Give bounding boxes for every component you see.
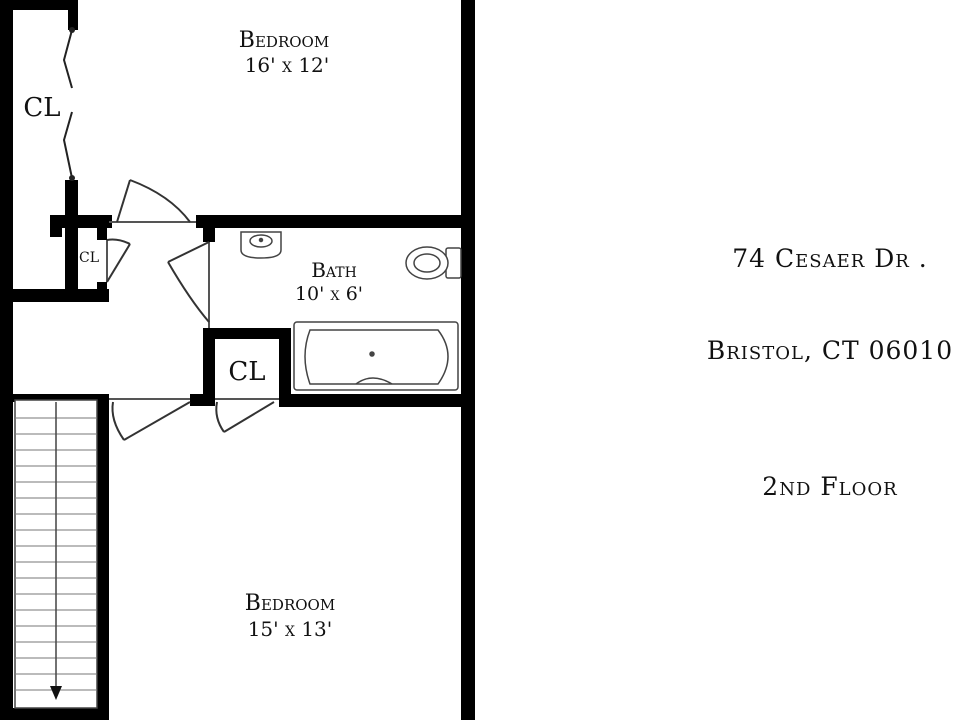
- wall-small-closet-right: [97, 228, 107, 240]
- property-floor: 2nd Floor: [762, 472, 898, 501]
- bath-size: 10' x 6': [295, 283, 363, 305]
- bedroom-top-name: Bedroom: [239, 28, 329, 53]
- bathtub-icon: [293, 321, 459, 391]
- partitions: [106, 221, 279, 400]
- bath-fixtures: [240, 231, 462, 391]
- property-city: Bristol, CT 06010: [706, 336, 954, 365]
- wall-bath-bottom: [279, 394, 466, 407]
- wall-hall-top-stub: [50, 215, 62, 237]
- toilet-icon: [405, 246, 462, 280]
- wall-hall-lower-post: [190, 394, 215, 406]
- stairs: [14, 399, 98, 709]
- bedroom-top-size: 16' x 12': [245, 53, 330, 77]
- closet-bifold-door: [62, 29, 73, 179]
- wall-left-exterior: [0, 0, 13, 720]
- door-bath: [167, 241, 210, 263]
- door-bedroom-bottom: [123, 401, 191, 441]
- door-small-closet: [106, 243, 131, 283]
- closet-small-label: CL: [79, 250, 99, 266]
- wall-small-closet-right-low: [97, 282, 107, 302]
- door-swings: [106, 179, 275, 441]
- wall-bath-left-post: [203, 228, 215, 242]
- closet-large-label: CL: [23, 93, 60, 123]
- wall-hall-closet-top: [203, 328, 291, 339]
- wall-bath-top: [196, 215, 466, 228]
- walls: [0, 0, 475, 720]
- room-labels: Bedroom 16' x 12' CL CL Bath 10' x 6' CL…: [23, 28, 363, 641]
- wall-small-closet-bottom: [13, 289, 109, 302]
- wall-small-closet-left: [65, 228, 78, 300]
- wall-hall-top-left: [50, 215, 112, 228]
- wall-hall-closet-left: [203, 328, 215, 406]
- stairs-down-arrow-icon: [50, 686, 62, 700]
- wall-hall-closet-right: [279, 328, 291, 406]
- door-hall-closet: [223, 401, 275, 433]
- wall-right-exterior: [461, 0, 475, 720]
- wall-stair-right: [97, 394, 109, 720]
- wall-stair-top: [13, 394, 109, 402]
- wall-closet-top: [13, 0, 78, 10]
- bedroom-bottom-size: 15' x 13': [248, 617, 333, 641]
- property-street: 74 Cesaer Dr .: [732, 244, 928, 273]
- wall-closet-top-stub: [68, 0, 78, 30]
- wall-stair-bottom: [13, 708, 109, 720]
- wall-closet-right-stub: [65, 180, 78, 220]
- bath-name: Bath: [311, 258, 357, 282]
- bedroom-bottom-name: Bedroom: [245, 591, 335, 616]
- door-bedroom-top: [116, 179, 131, 223]
- closet-hall-label: CL: [228, 357, 265, 387]
